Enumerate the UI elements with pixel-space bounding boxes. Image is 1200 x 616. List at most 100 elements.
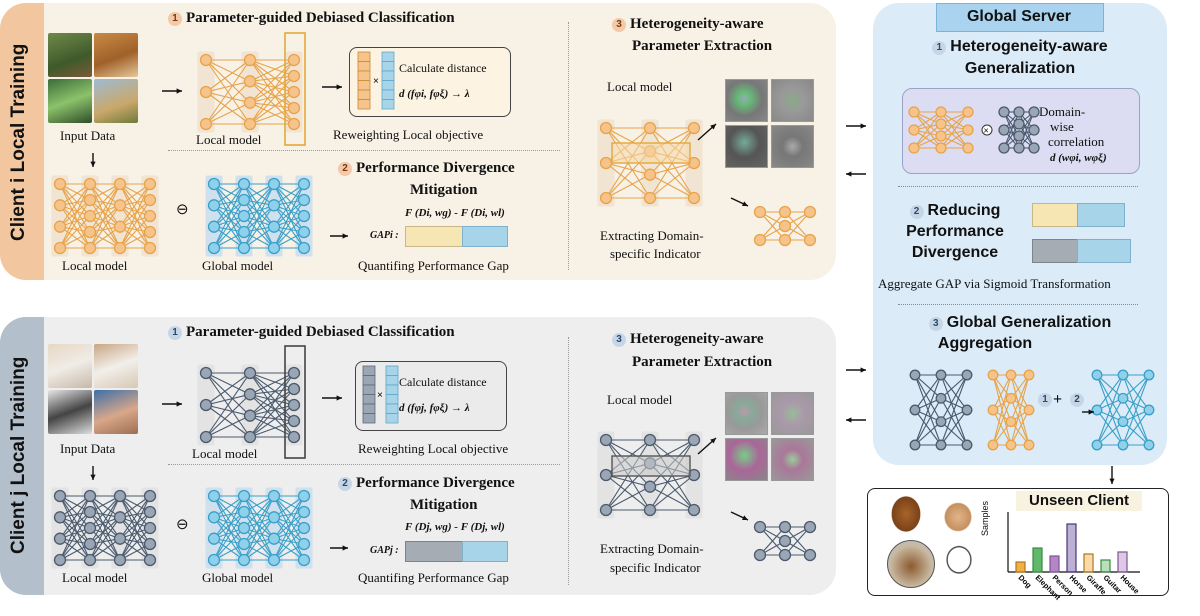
top-patch-4: [771, 125, 814, 168]
top-local-model-2-edge: [119, 204, 151, 233]
top-vec-b-cell: [381, 51, 395, 62]
unseen-bar: [1100, 559, 1111, 573]
bottom-extracted-subnet-node: [778, 548, 792, 562]
top-local-model-2-node: [143, 241, 157, 255]
server-plus: +: [1053, 391, 1063, 408]
bottom-global-model-edge: [213, 495, 245, 561]
bottom-local-model-1-edge: [249, 393, 295, 406]
top-global-model-edge: [243, 205, 275, 249]
domain-wise-label-2: wise: [1050, 119, 1074, 134]
top-global-model-edge: [213, 183, 245, 227]
server-gap-bar-1-right: [1077, 203, 1125, 227]
top-global-model-edge: [213, 199, 245, 249]
top-distance-formula: d (fφi, fφξ) → λ: [399, 88, 470, 100]
unseen-client-title-bg: [1016, 491, 1142, 511]
bottom-patch-2: [771, 392, 814, 435]
bottom-global-model-edge: [273, 495, 305, 545]
top-local-model-2-edge: [59, 199, 91, 249]
top-local-model-2-node: [113, 177, 127, 191]
bottom-local-model-2-edge: [89, 527, 121, 561]
bottom-local-model-1-edge: [205, 393, 251, 406]
top-local-model-2-edge: [119, 183, 151, 217]
bottom-local-model-1-node: [287, 430, 301, 444]
bottom-local-model-2-edge: [59, 495, 91, 529]
top-local-model-1-node: [199, 53, 213, 67]
server-agg-net-blue-edge: [1096, 374, 1124, 411]
server-agg-net-blue-node: [1117, 369, 1129, 381]
top-global-model-node: [297, 209, 311, 223]
arrow-top-to-server-head: [860, 123, 866, 129]
server-corr-net-dark-node: [998, 124, 1010, 136]
bottom-global-model-node: [207, 532, 221, 545]
top-global-model-node: [297, 241, 311, 255]
top-global-model-edge: [273, 205, 305, 249]
top-extract-model-node: [599, 121, 613, 135]
arrow-server-to-top-head: [846, 171, 852, 177]
top-local-model-1-edge: [249, 59, 295, 109]
top-extracted-subnet-node: [778, 205, 792, 219]
bottom-extract-model-node: [599, 503, 613, 517]
bottom-extract-model-edge: [649, 486, 695, 511]
top-extract-model-edge: [649, 162, 695, 176]
server-agg-net-orange-edge: [992, 374, 1012, 411]
bottom-local-model-1-edge: [249, 404, 295, 417]
bottom-local-model-1-edge: [205, 372, 251, 417]
bottom-arrow-subnet-head: [742, 515, 748, 521]
server-agg-net-orange-edge: [992, 409, 1012, 446]
bottom-local-model-2-node: [143, 505, 157, 519]
bottom-vec-b-cell: [385, 365, 399, 376]
bottom-extract-model-node: [599, 468, 613, 482]
server-agg-net-slate-node: [935, 369, 947, 381]
bottom-input-data-label: Input Data: [60, 441, 116, 456]
top-global-model-node: [237, 241, 251, 255]
top-patch-2: [771, 79, 814, 122]
bottom-global-model-node: [207, 511, 221, 524]
server-corr-net-orange-node: [962, 124, 974, 136]
bottom-local-model-2-edge: [89, 517, 121, 561]
bottom-arrow-patches-head: [710, 438, 716, 444]
top-local-model-1-node: [243, 75, 257, 88]
bottom-local-model-2-layer-bg: [51, 487, 69, 569]
server-corr-net-orange: [908, 106, 974, 154]
bottom-local-model-2-node: [143, 521, 157, 535]
top-local-model-2-node: [53, 241, 67, 255]
top-global-model-edge: [273, 183, 305, 217]
server-corr-net-orange-node: [935, 130, 947, 142]
bottom-local-model-1-node: [287, 414, 301, 428]
arrow-server-to-bottom-head: [846, 417, 852, 423]
top-local-model-2-edge: [59, 183, 91, 217]
bottom-global-model-node: [297, 505, 311, 519]
top-local-model-1-node: [287, 85, 301, 99]
top-extracted-subnet-node: [803, 233, 817, 247]
top-arrow-to-box-head: [336, 84, 342, 90]
server-agg-net-slate-edge: [940, 374, 968, 422]
bottom-local-model-1-edge: [249, 415, 295, 438]
bottom-local-model-1-edge: [249, 388, 295, 417]
top-local-model-3-label: Local model: [607, 79, 673, 94]
server-corr-net-orange-edge: [940, 123, 969, 149]
top-global-model-layer-bg: [265, 175, 283, 257]
server-agg-net-orange: [987, 369, 1035, 451]
top-input-data-label: Input Data: [60, 128, 116, 143]
top-global-model-edge: [243, 204, 275, 233]
bottom-local-model-2-node: [83, 521, 97, 535]
bottom-extract-model-node: [599, 433, 613, 447]
client-j-side-band: [0, 317, 44, 595]
top-local-model-2-edge: [89, 183, 121, 249]
top-local-model-1-edge: [249, 75, 295, 82]
top-extract-model-node: [599, 156, 613, 170]
bottom-local-model-1-edge: [249, 420, 295, 438]
top-global-model-node: [207, 177, 221, 191]
top-extracted-subnet-edge: [784, 211, 811, 241]
bottom-global-model-edge: [213, 495, 245, 545]
top-arrow-subnet: [730, 197, 749, 207]
top-global-model-node: [237, 193, 251, 207]
top-local-model-1-edge: [205, 91, 251, 125]
bottom-local-model-2-node: [83, 505, 97, 519]
top-vertical-divider: [568, 22, 569, 270]
server-step1-title-2: Generalization: [964, 60, 1076, 77]
top-local-model-2-node: [113, 199, 127, 212]
top-local-model-1-edge: [249, 75, 295, 104]
server-agg-net-slate-edge: [940, 374, 968, 399]
